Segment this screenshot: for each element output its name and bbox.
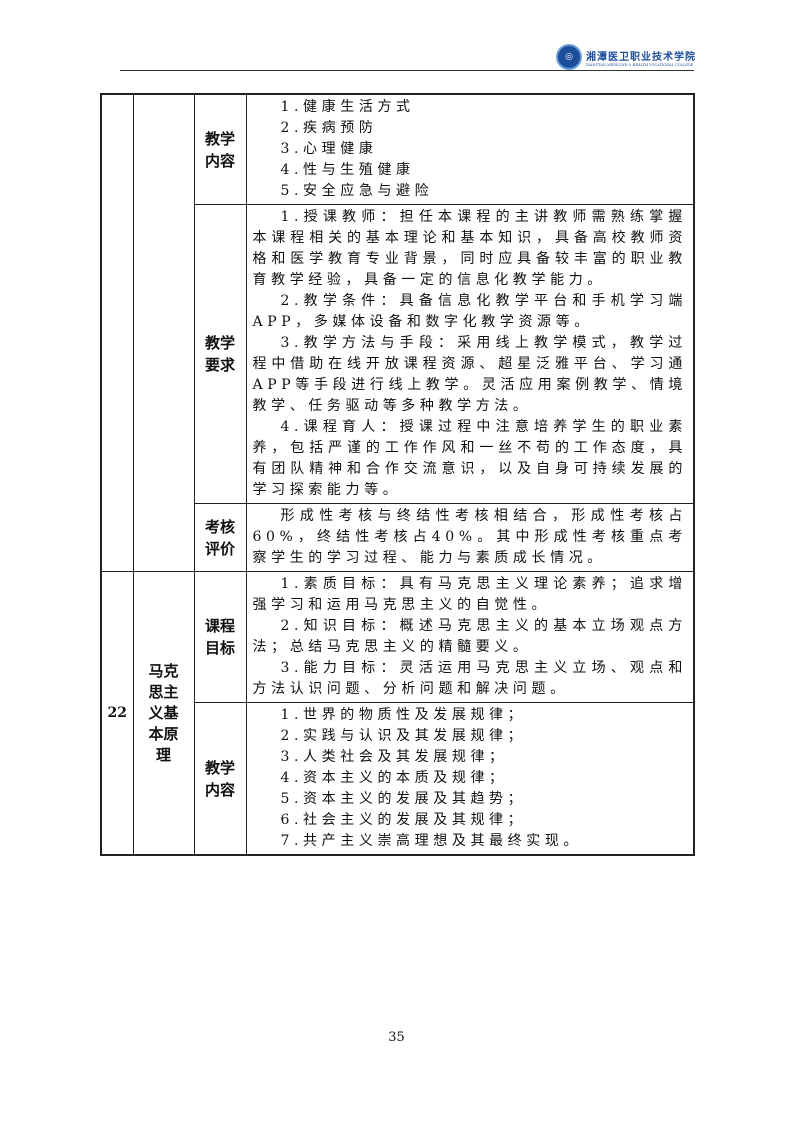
row-label: 课程目标 — [193, 571, 247, 703]
paragraph: 2.教学条件：具备信息化教学平台和手机学习端APP，多媒体设备和数字化教学资源等… — [252, 293, 687, 330]
teaching-requirements: 1.授课教师：担任本课程的主讲教师需熟练掌握本课程相关的基本理论和基本知识，具备… — [245, 204, 695, 504]
logo-emblem-icon: ◎ — [556, 44, 582, 70]
paragraph: 1.素质目标：具有马克思主义理论素养；追求增强学习和运用马克思主义的自觉性。 — [252, 576, 687, 613]
list-item: 1.世界的物质性及发展规律； — [280, 707, 527, 723]
list-item: 2.实践与认识及其发展规律； — [280, 728, 527, 744]
row-label: 教学内容 — [193, 93, 247, 205]
paragraph: 3.教学方法与手段：采用线上教学模式，教学过程中借助在线开放课程资源、超星泛雅平… — [252, 335, 687, 414]
name-cell-empty — [132, 93, 195, 572]
logo-cn: 湘潭医卫职业技术学院 — [586, 51, 696, 63]
list-item: 4.性与生殖健康 — [280, 162, 415, 178]
paragraph: 形成性考核与终结性考核相结合，形成性考核占60%，终结性考核占40%。其中形成性… — [252, 508, 687, 566]
header-rule — [120, 70, 694, 71]
paragraph: 4.课程育人：授课过程中注意培养学生的职业素养，包括严谨的工作作风和一丝不苟的工… — [252, 419, 687, 498]
course-table: 教学内容 1.健康生活方式 2.疾病预防 3.心理健康 4.性与生殖健康 5.安… — [100, 93, 695, 856]
paragraph: 3.能力目标：灵活运用马克思主义立场、观点和方法认识问题、分析问题和解决问题。 — [252, 660, 687, 697]
course-objectives: 1.素质目标：具有马克思主义理论素养；追求增强学习和运用马克思主义的自觉性。 2… — [245, 571, 695, 703]
logo-en: XIANGTAN MEDICINE & HEALTH VOCATIONAL CO… — [586, 62, 694, 67]
college-logo: ◎ 湘潭医卫职业技术学院 XIANGTAN MEDICINE & HEALTH … — [556, 44, 696, 70]
list-item: 1.健康生活方式 — [280, 99, 415, 115]
list-item: 3.人类社会及其发展规律； — [280, 749, 508, 765]
course-name: 马克思主义基本原理 — [132, 571, 195, 856]
list-item: 6.社会主义的发展及其规律； — [280, 812, 527, 828]
teaching-content: 1.世界的物质性及发展规律； 2.实践与认识及其发展规律； 3.人类社会及其发展… — [245, 702, 695, 856]
list-item: 5.安全应急与避险 — [280, 183, 434, 199]
page-number: 35 — [388, 1030, 405, 1045]
num-cell-empty — [100, 93, 134, 572]
list-item: 4.资本主义的本质及规律； — [280, 770, 508, 786]
list-item: 2.疾病预防 — [280, 120, 378, 136]
paragraph: 1.授课教师：担任本课程的主讲教师需熟练掌握本课程相关的基本理论和基本知识，具备… — [252, 209, 687, 288]
list-item: 7.共产主义崇高理想及其最终实现。 — [280, 833, 583, 849]
assessment: 形成性考核与终结性考核相结合，形成性考核占60%，终结性考核占40%。其中形成性… — [245, 503, 695, 572]
course-number: 22 — [100, 571, 134, 856]
row-label: 教学内容 — [193, 702, 247, 856]
list-item: 5.资本主义的发展及其趋势； — [280, 791, 527, 807]
teaching-content: 1.健康生活方式 2.疾病预防 3.心理健康 4.性与生殖健康 5.安全应急与避… — [245, 93, 695, 205]
paragraph: 2.知识目标：概述马克思主义的基本立场观点方法；总结马克思主义的精髓要义。 — [252, 618, 687, 655]
row-label: 考核评价 — [193, 503, 247, 572]
row-label: 教学要求 — [193, 204, 247, 504]
list-item: 3.心理健康 — [280, 141, 378, 157]
